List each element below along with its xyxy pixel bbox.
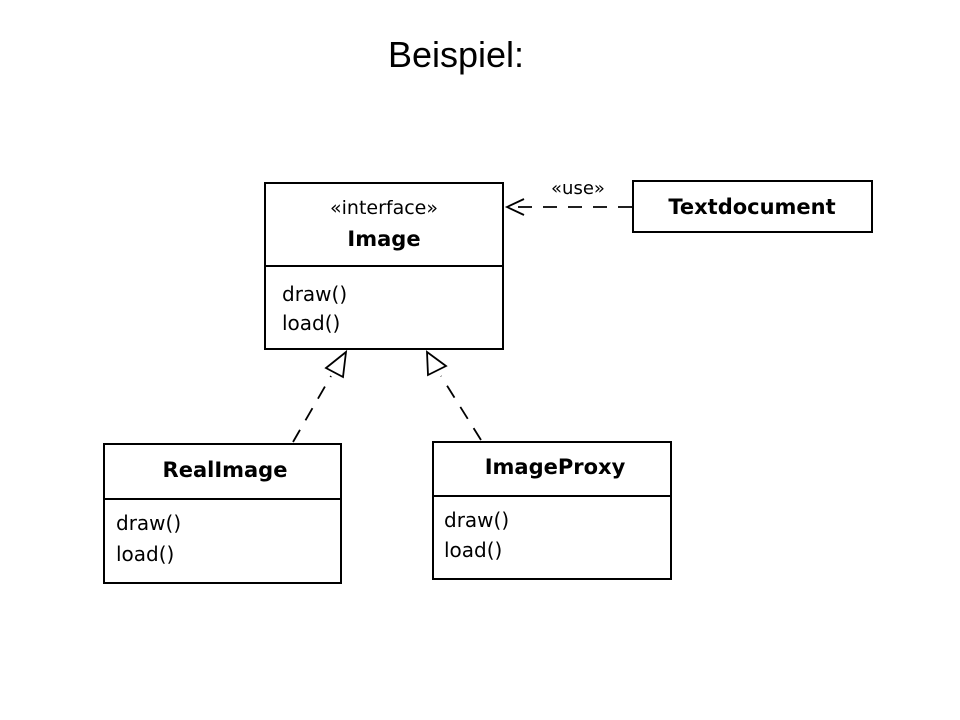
class-imageproxy: ImageProxy draw() load() [432,441,672,580]
slide-title: Beispiel: [387,34,525,75]
realization-realimage-line [292,375,332,443]
class-realimage-op-load: load() [116,542,174,566]
realization-realimage [292,349,348,443]
realization-imageproxy [426,350,482,441]
class-imageproxy-box [432,441,672,580]
class-image-name: Image [347,227,420,251]
class-image-op-load: load() [282,311,340,335]
class-image: «interface» Image draw() load() [264,182,504,350]
class-realimage: RealImage draw() load() [103,443,342,584]
use-dependency-arrowhead [504,198,525,216]
use-dependency-label: «use» [551,178,605,199]
use-dependency: «use» [504,178,632,216]
realization-imageproxy-arrowhead [426,350,448,377]
class-imageproxy-name: ImageProxy [485,455,626,479]
class-realimage-op-draw: draw() [116,511,181,535]
class-textdocument-name: Textdocument [668,195,835,219]
class-textdocument-box [632,180,873,233]
class-image-stereotype: «interface» [330,197,438,219]
class-textdocument: Textdocument [632,180,873,233]
class-imageproxy-op-load: load() [444,538,502,562]
class-image-op-draw: draw() [282,282,347,306]
realization-realimage-arrowhead [324,349,348,379]
class-realimage-box [103,443,342,584]
realization-imageproxy-line [440,375,482,441]
class-imageproxy-op-draw: draw() [444,508,509,532]
class-realimage-name: RealImage [163,458,288,482]
